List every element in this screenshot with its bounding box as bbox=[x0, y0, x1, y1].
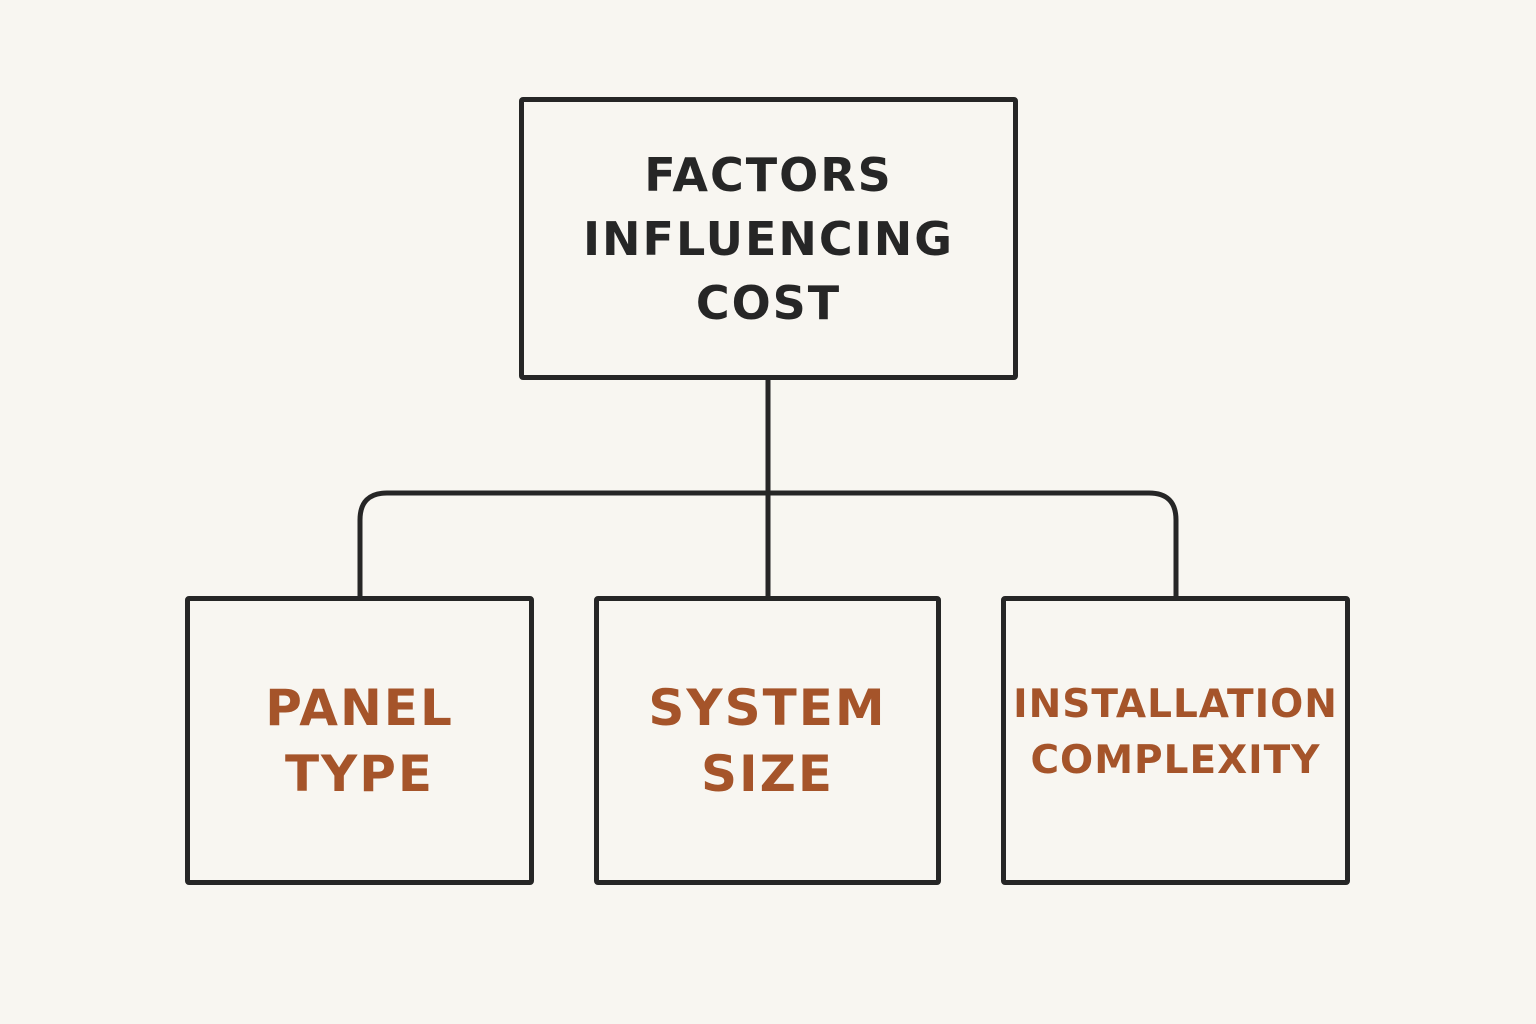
root-node-box: FACTORS INFLUENCING COST bbox=[519, 97, 1018, 380]
child-1-label-line-1: PANEL bbox=[265, 678, 454, 737]
child-2-label-line-1: SYSTEM bbox=[648, 678, 887, 737]
root-title-line-3: COST bbox=[695, 275, 842, 330]
child-node-panel-type: PANEL TYPE bbox=[185, 596, 534, 885]
child-2-label-line-2: SIZE bbox=[700, 744, 835, 803]
branch-connector bbox=[357, 490, 1179, 596]
child-3-label-group: INSTALLATION COMPLEXITY bbox=[1013, 677, 1338, 789]
child-3-label-line-1: INSTALLATION bbox=[1013, 681, 1338, 727]
root-title-line-2: INFLUENCING bbox=[582, 211, 955, 266]
root-title-line-1: FACTORS bbox=[644, 147, 893, 202]
child-1-label-line-2: TYPE bbox=[284, 744, 435, 803]
child-node-installation-complexity: INSTALLATION COMPLEXITY bbox=[1001, 596, 1350, 885]
child-3-label-line-2: COMPLEXITY bbox=[1030, 737, 1321, 783]
child-node-system-size: SYSTEM SIZE bbox=[594, 596, 941, 885]
